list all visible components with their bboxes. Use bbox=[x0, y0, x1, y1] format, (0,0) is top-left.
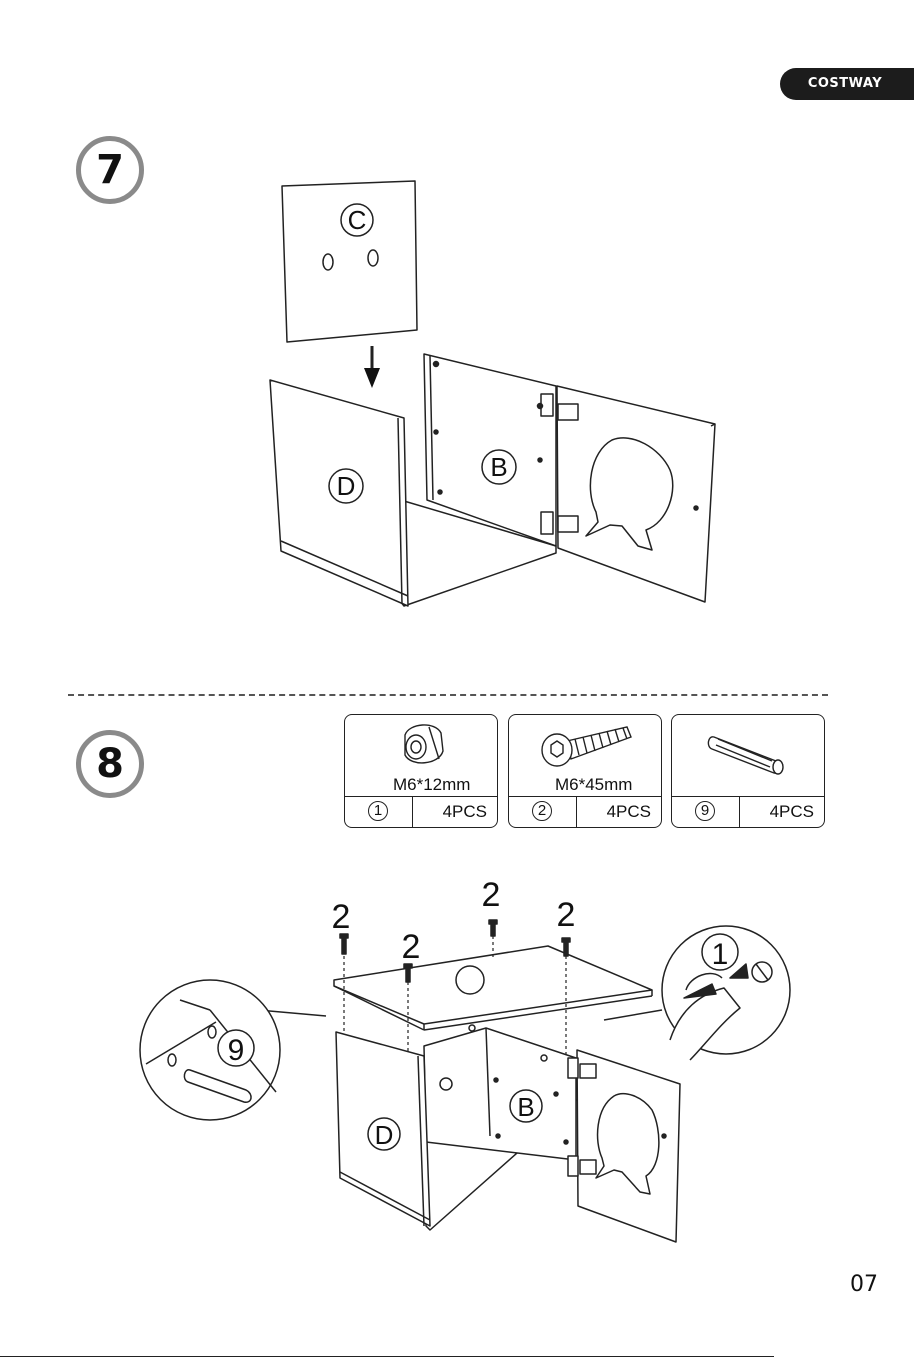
hardware-1-size: M6*12mm bbox=[393, 775, 470, 795]
hex-bolt-icon bbox=[537, 719, 637, 771]
bolt-callout-1: 2 bbox=[332, 898, 351, 936]
bolt-callout-2: 2 bbox=[402, 928, 421, 966]
hinge-top bbox=[580, 1064, 596, 1078]
step-7-diagram: C D B bbox=[0, 170, 914, 620]
top-panel bbox=[334, 946, 652, 1024]
hardware-1-qty: 4PCS bbox=[443, 802, 487, 822]
step-8-number: 8 bbox=[76, 730, 144, 798]
hinge-bottom bbox=[558, 516, 578, 532]
bolt-callout-3: 2 bbox=[482, 876, 501, 914]
top-panel-hole bbox=[456, 966, 484, 994]
panel-b-label: B bbox=[517, 1092, 534, 1122]
bolt-callout-4: 2 bbox=[557, 896, 576, 934]
hardware-2-qty: 4PCS bbox=[607, 802, 651, 822]
panel-d-label: D bbox=[375, 1120, 394, 1150]
hardware-box-1: M6*12mm 1 4PCS bbox=[344, 714, 498, 828]
cam-lock-nut-icon bbox=[395, 717, 451, 771]
hardware-2-row: 2 4PCS bbox=[509, 796, 661, 827]
hinge-top bbox=[558, 404, 578, 420]
brand-logo: COSTWAY bbox=[780, 68, 914, 100]
hardware-9-row: 9 4PCS bbox=[672, 796, 824, 827]
panel-b bbox=[424, 1028, 576, 1160]
dowel-callout: 9 bbox=[228, 1034, 245, 1067]
wood-dowel-icon bbox=[706, 727, 790, 777]
hardware-1-row: 1 4PCS bbox=[345, 796, 497, 827]
step-8-diagram: 2 2 2 2 1 9 D B bbox=[0, 860, 914, 1250]
hardware-2-size: M6*45mm bbox=[555, 775, 632, 795]
hardware-2-id: 2 bbox=[532, 801, 552, 821]
hinge-bottom bbox=[580, 1160, 596, 1174]
page-number: 07 bbox=[850, 1272, 878, 1297]
panel-d-label: D bbox=[337, 471, 356, 501]
down-arrow-icon bbox=[364, 368, 380, 388]
panel-b-label: B bbox=[490, 452, 507, 482]
hardware-9-id: 9 bbox=[695, 801, 715, 821]
hardware-9-qty: 4PCS bbox=[770, 802, 814, 822]
footer-rule bbox=[0, 1356, 774, 1357]
hardware-box-9: 9 4PCS bbox=[671, 714, 825, 828]
dowel-detail-magnifier bbox=[140, 980, 280, 1120]
cam-callout: 1 bbox=[712, 938, 729, 971]
panel-c-label: C bbox=[348, 205, 367, 235]
hardware-box-2: M6*45mm 2 4PCS bbox=[508, 714, 662, 828]
hardware-1-id: 1 bbox=[368, 801, 388, 821]
section-divider bbox=[68, 694, 828, 696]
